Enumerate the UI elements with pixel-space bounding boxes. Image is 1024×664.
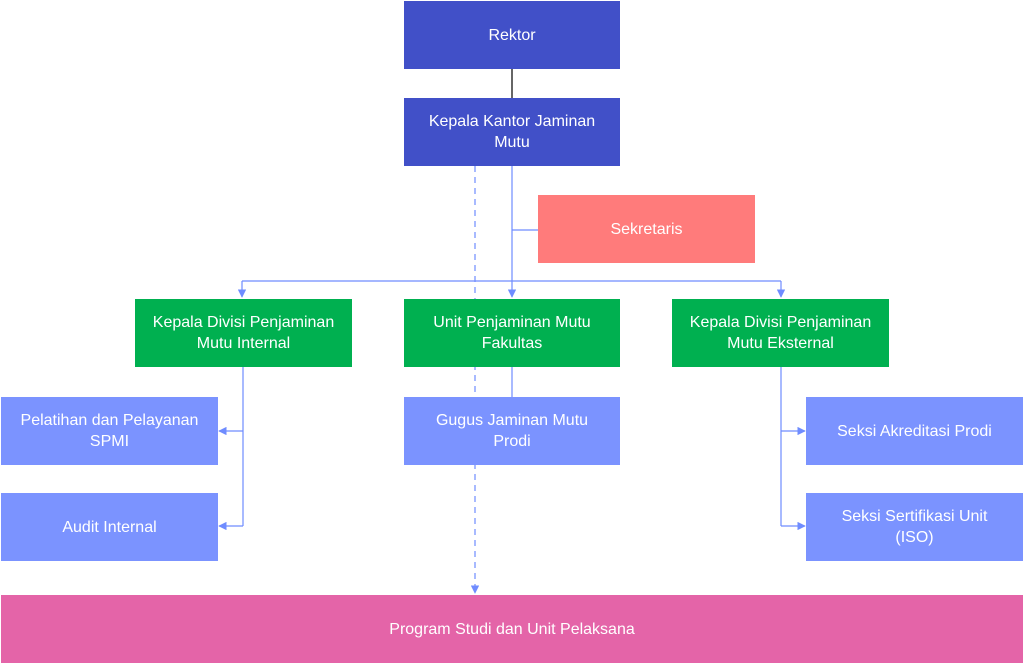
node-gugus: Gugus Jaminan Mutu Prodi (404, 397, 620, 465)
node-kepala-kantor: Kepala Kantor Jaminan Mutu (404, 98, 620, 166)
node-sekretaris: Sekretaris (538, 195, 755, 263)
node-sertifikasi: Seksi Sertifikasi Unit (ISO) (806, 493, 1023, 561)
node-rektor: Rektor (404, 1, 620, 69)
node-audit: Audit Internal (1, 493, 218, 561)
node-pelatihan: Pelatihan dan Pelayanan SPMI (1, 397, 218, 465)
node-program-studi: Program Studi dan Unit Pelaksana (1, 595, 1023, 663)
node-unit-fakultas: Unit Penjaminan Mutu Fakultas (404, 299, 620, 367)
node-akreditasi: Seksi Akreditasi Prodi (806, 397, 1023, 465)
node-divisi-eksternal: Kepala Divisi Penjaminan Mutu Eksternal (672, 299, 889, 367)
node-divisi-internal: Kepala Divisi Penjaminan Mutu Internal (135, 299, 352, 367)
